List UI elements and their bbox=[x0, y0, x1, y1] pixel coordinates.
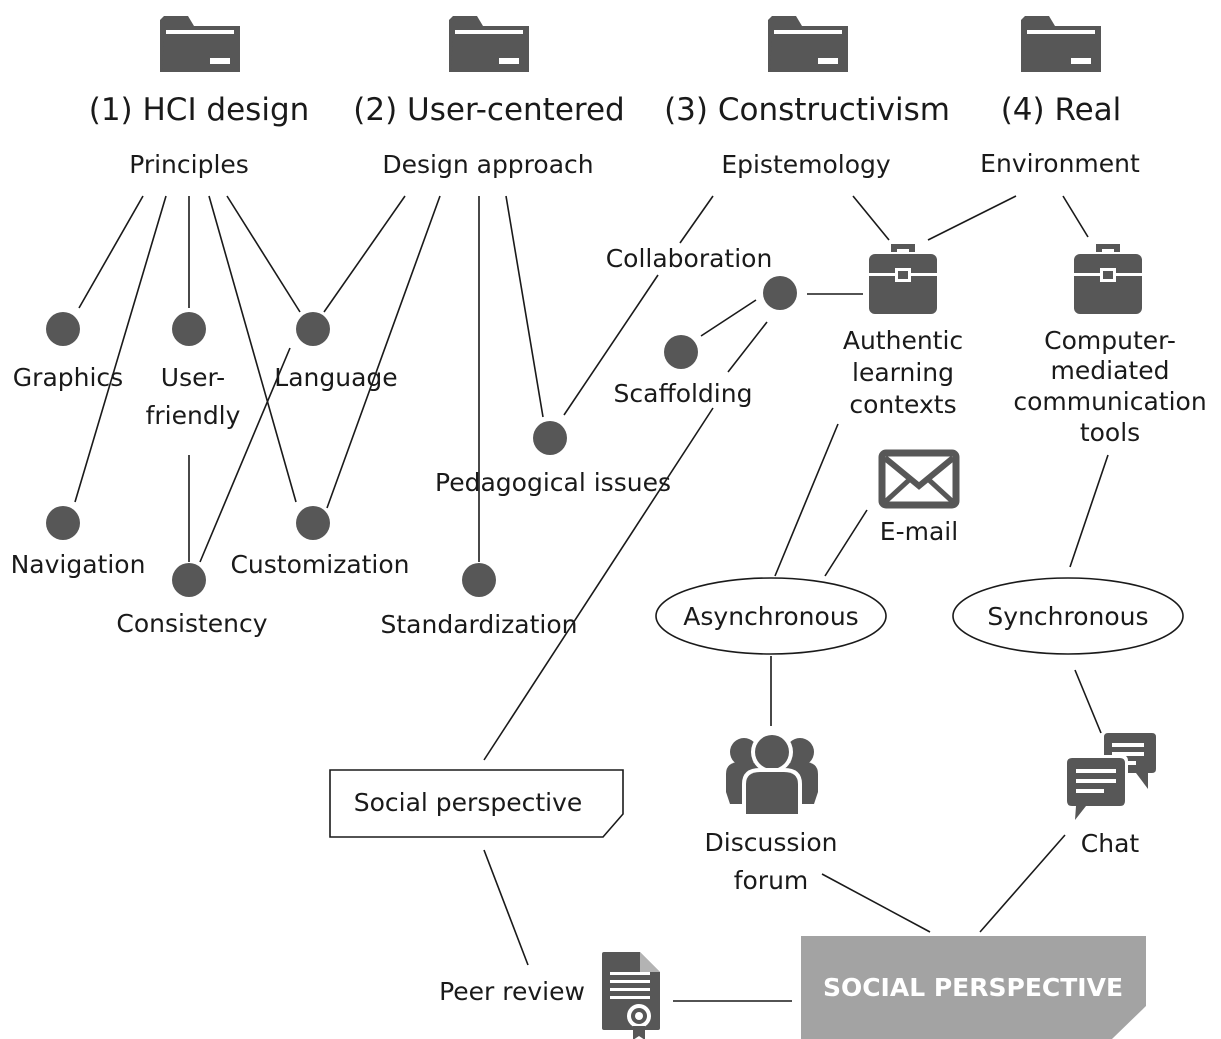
node-customization bbox=[296, 506, 330, 540]
label-standardization: Standardization bbox=[380, 610, 577, 639]
social-perspective-banner: SOCIAL PERSPECTIVE bbox=[801, 936, 1146, 1039]
label-customization: Customization bbox=[230, 550, 409, 579]
label-cmc-3: communication bbox=[1013, 387, 1206, 416]
people-group-icon bbox=[726, 731, 818, 814]
label-graphics: Graphics bbox=[13, 363, 123, 392]
edge-scaffolding-social bbox=[483, 407, 714, 761]
edge-principles-graphics bbox=[78, 195, 144, 309]
edge-environment-authentic bbox=[927, 195, 1017, 241]
column-title-real: (4) Real bbox=[1001, 92, 1122, 128]
edge-epistemology-collaboration bbox=[679, 195, 714, 244]
label-consistency: Consistency bbox=[116, 609, 267, 638]
edge-collab-dot-scaffolding bbox=[700, 299, 757, 337]
node-collaboration bbox=[763, 276, 797, 310]
label-cmc-1: Computer- bbox=[1044, 326, 1176, 355]
label-navigation: Navigation bbox=[11, 550, 146, 579]
folder-icon bbox=[1021, 16, 1101, 72]
edge-design-pedagogical bbox=[505, 195, 544, 418]
label-social-perspective: Social perspective bbox=[354, 788, 583, 817]
node-scaffolding bbox=[664, 335, 698, 369]
edge-collab-dot-scaffolding-label bbox=[727, 321, 768, 373]
node-consistency bbox=[172, 563, 206, 597]
edge-environment-cmc bbox=[1062, 195, 1089, 238]
synchronous-node: Synchronous bbox=[952, 577, 1184, 655]
label-synchronous: Synchronous bbox=[987, 602, 1148, 631]
node-standardization bbox=[462, 563, 496, 597]
asynchronous-node: Asynchronous bbox=[655, 577, 887, 655]
edge-design-language bbox=[323, 195, 406, 313]
subtitle-epistemology: Epistemology bbox=[721, 150, 891, 179]
edge-collaboration-pedagogical bbox=[563, 274, 659, 416]
label-discussion-1: Discussion bbox=[705, 828, 838, 857]
subtitle-principles: Principles bbox=[129, 150, 249, 179]
subtitle-environment: Environment bbox=[980, 149, 1140, 178]
edge-principles-customization bbox=[208, 195, 297, 503]
label-collaboration: Collaboration bbox=[606, 244, 773, 273]
certificate-document-icon bbox=[602, 952, 660, 1039]
edge-discussion-banner bbox=[821, 873, 931, 933]
label-scaffolding: Scaffolding bbox=[614, 379, 753, 408]
node-pedagogical bbox=[533, 421, 567, 455]
node-graphics bbox=[46, 312, 80, 346]
column-title-user-centered: (2) User-centered bbox=[353, 92, 624, 128]
briefcase-icon bbox=[869, 244, 937, 314]
edge-principles-navigation bbox=[74, 195, 167, 503]
edge-epistemology-authentic bbox=[852, 195, 890, 241]
node-language bbox=[296, 312, 330, 346]
edge-principles-language bbox=[226, 195, 301, 313]
column-title-hci: (1) HCI design bbox=[89, 92, 310, 128]
label-discussion-2: forum bbox=[734, 866, 809, 895]
label-user-friendly-1: User- bbox=[161, 363, 225, 392]
label-cmc-2: mediated bbox=[1051, 356, 1170, 385]
edge-authentic-asynchronous bbox=[774, 423, 839, 577]
edge-cmc-synchronous bbox=[1069, 454, 1109, 568]
subtitle-design-approach: Design approach bbox=[382, 150, 593, 179]
edges bbox=[74, 195, 1109, 1002]
label-email: E-mail bbox=[880, 517, 958, 546]
edge-design-customization bbox=[326, 195, 441, 509]
label-user-friendly-2: friendly bbox=[146, 401, 241, 430]
folder-icon bbox=[160, 16, 240, 72]
label-social-banner: SOCIAL PERSPECTIVE bbox=[823, 973, 1123, 1002]
edge-synchronous-chat bbox=[1074, 669, 1102, 734]
node-user-friendly bbox=[172, 312, 206, 346]
edge-language-consistency bbox=[199, 347, 291, 563]
label-pedagogical: Pedagogical issues bbox=[435, 468, 671, 497]
folder-icon bbox=[768, 16, 848, 72]
column-title-constructivism: (3) Constructivism bbox=[664, 92, 950, 128]
label-authentic-3: contexts bbox=[849, 390, 956, 419]
label-authentic-2: learning bbox=[852, 358, 954, 387]
social-perspective-box: Social perspective bbox=[329, 769, 624, 838]
envelope-icon bbox=[878, 449, 960, 509]
label-chat: Chat bbox=[1081, 829, 1140, 858]
edge-socialbox-peer bbox=[483, 849, 529, 966]
node-navigation bbox=[46, 506, 80, 540]
briefcase-icon bbox=[1074, 244, 1142, 314]
label-language: Language bbox=[274, 363, 397, 392]
edge-email-asynchronous bbox=[824, 509, 868, 577]
label-cmc-4: tools bbox=[1080, 418, 1140, 447]
nodes bbox=[46, 276, 797, 597]
banner-shape bbox=[801, 936, 1146, 1039]
label-asynchronous: Asynchronous bbox=[683, 602, 858, 631]
label-authentic-1: Authentic bbox=[843, 326, 963, 355]
folder-icon bbox=[449, 16, 529, 72]
edge-chat-banner bbox=[979, 834, 1066, 933]
label-peer-review: Peer review bbox=[439, 977, 585, 1006]
chat-bubbles-icon bbox=[1064, 733, 1156, 825]
